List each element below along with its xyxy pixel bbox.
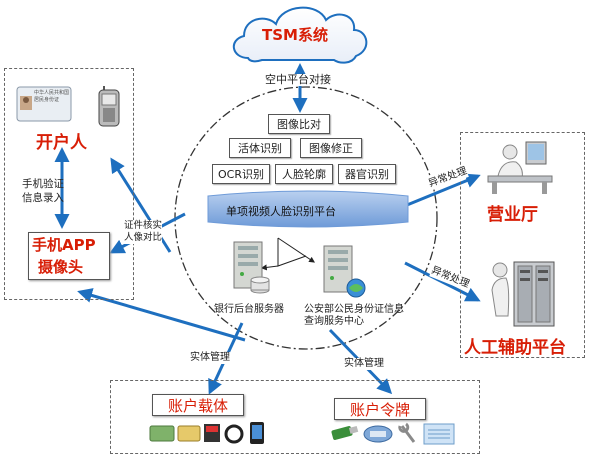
assist-exception-arrow (404, 261, 481, 302)
server-link-a (260, 264, 279, 271)
air-link-label: 空中平台对接 (265, 73, 331, 86)
platform-bar (207, 190, 409, 228)
id-check-line2: 人像对比 (124, 232, 163, 244)
right-box (460, 132, 585, 358)
manual-assist-icon (491, 261, 555, 327)
entity-app-arrow (77, 288, 246, 342)
module-face-contour: 人脸轮廓 (275, 164, 333, 184)
carrier-icons (149, 422, 264, 444)
key-icon (398, 422, 416, 443)
module-ocr: OCR识别 (212, 164, 270, 184)
platform-arrow-left-end (170, 218, 176, 252)
entity-management-label-2: 实体管理 (344, 358, 384, 370)
id-card-icon (16, 86, 72, 122)
wristband-icon (224, 424, 244, 444)
hall-exception-arrow (406, 173, 481, 207)
app-label-line1: 手机APP (32, 236, 96, 254)
sim-card-icon (177, 425, 201, 442)
module-organ: 器官识别 (338, 164, 396, 184)
module-liveness: 活体识别 (229, 138, 291, 158)
service-hall-label: 营业厅 (487, 205, 538, 225)
verify-line2: 信息录入 (22, 192, 64, 204)
mobile-app-box (28, 232, 110, 280)
platform-bar-label: 单项视频人脸识别平台 (226, 205, 336, 218)
entity-management-label-1: 实体管理 (190, 352, 230, 364)
id-check-line1: 证件核实 (124, 220, 163, 232)
server-link-b (277, 237, 315, 263)
usb-key-icon (331, 426, 353, 440)
tsm-label: TSM系统 (262, 26, 328, 44)
account-token-label: 账户令牌 (334, 398, 426, 420)
id-card-text: 中华人民共和国 居民身份证 (34, 90, 70, 103)
tsm-cloud (233, 6, 368, 64)
bank-server-icon (233, 241, 270, 294)
police-server-icon (323, 245, 366, 298)
bottom-box (110, 380, 480, 454)
police-server-label: 公安部公民身份证信息查询服务中心 (304, 304, 404, 327)
module-image-compare: 图像比对 (268, 114, 330, 134)
manual-assist-label: 人工辅助平台 (464, 338, 566, 358)
server-triangle (277, 238, 307, 267)
module-image-correction: 图像修正 (300, 138, 362, 158)
verify-line1: 手机验证 (22, 178, 64, 190)
service-hall-icon (487, 141, 553, 194)
left-box (4, 68, 134, 300)
app-label-line2: 摄像头 (38, 258, 84, 276)
opener-label: 开户人 (36, 133, 87, 153)
bank-server-label: 银行后台服务器 (214, 304, 284, 315)
mobile-phone-icon (98, 86, 120, 127)
bank-card-icon (149, 425, 175, 442)
account-carrier-label: 账户载体 (152, 394, 244, 416)
token-icons (331, 422, 455, 445)
